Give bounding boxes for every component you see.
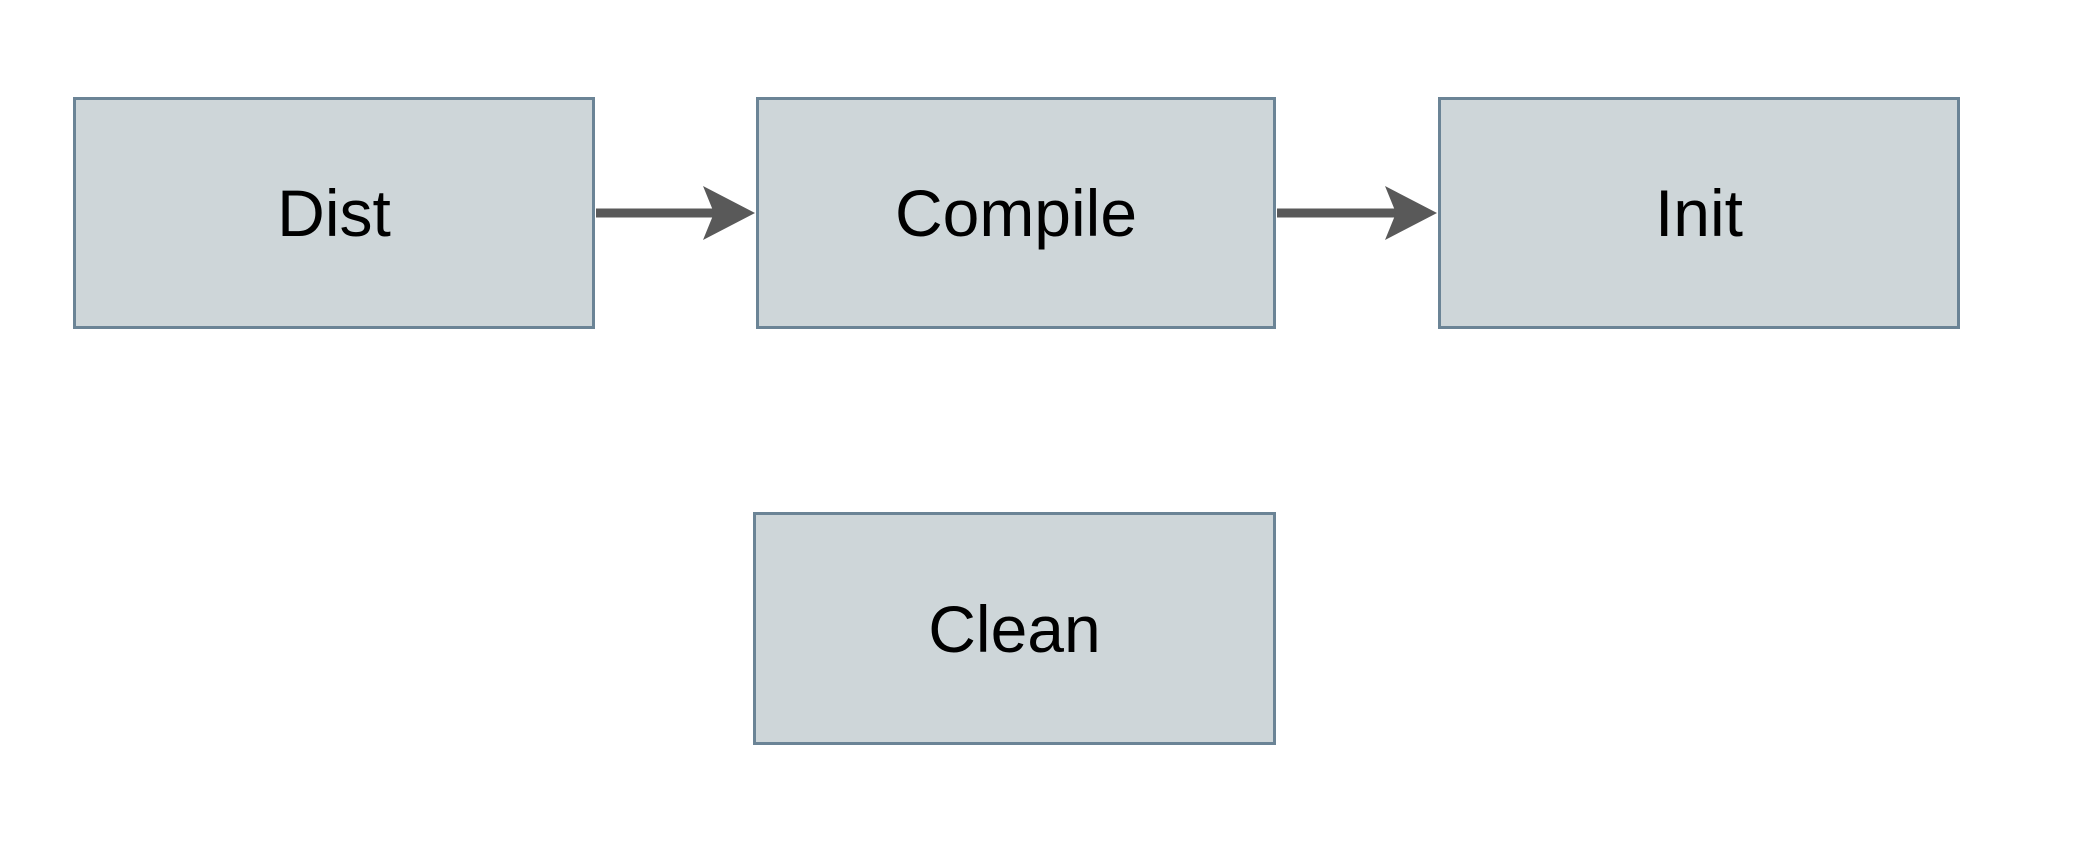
node-compile[interactable]: Compile — [756, 97, 1276, 329]
node-clean-label: Clean — [928, 591, 1101, 666]
edge-dist-to-compile[interactable] — [596, 186, 755, 240]
edge-dist-to-compile-arrowhead — [703, 186, 755, 240]
node-clean[interactable]: Clean — [753, 512, 1276, 745]
edge-compile-to-init[interactable] — [1277, 186, 1437, 240]
node-compile-label: Compile — [894, 176, 1138, 250]
node-dist-label: Dist — [277, 176, 391, 250]
node-dist[interactable]: Dist — [73, 97, 595, 329]
node-init[interactable]: Init — [1438, 97, 1960, 329]
edge-compile-to-init-arrowhead — [1385, 186, 1437, 240]
node-init-label: Init — [1654, 176, 1744, 250]
